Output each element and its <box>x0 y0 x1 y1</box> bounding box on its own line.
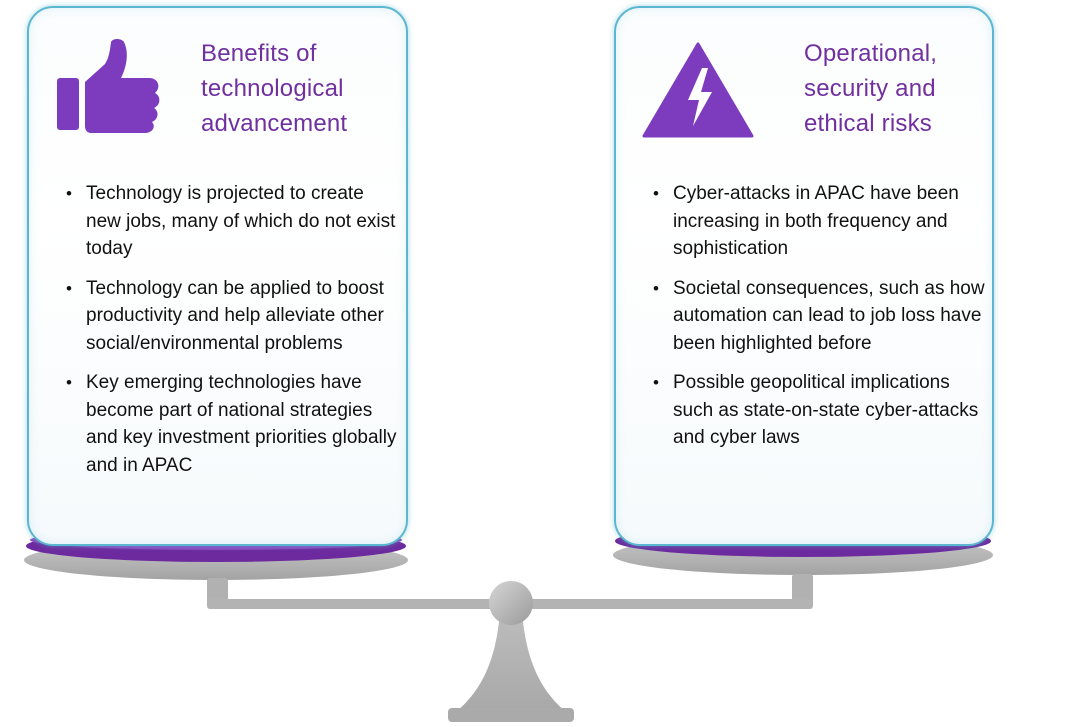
risks-panel: Operational, security and ethical risks … <box>614 6 994 546</box>
list-item: Societal consequences, such as how autom… <box>650 275 990 358</box>
list-item: Possible geopolitical implications such … <box>650 369 990 452</box>
risks-title: Operational, security and ethical risks <box>804 40 938 137</box>
list-item: Key emerging technologies have become pa… <box>63 369 403 479</box>
benefits-title: Benefits of technological advancement <box>201 40 348 137</box>
benefits-panel: Benefits of technological advancement Te… <box>27 6 408 546</box>
warning-lightning-icon <box>642 42 754 138</box>
benefits-list: Technology is projected to create new jo… <box>63 180 403 491</box>
list-item: Technology is projected to create new jo… <box>63 180 403 263</box>
scale-stand <box>456 612 566 712</box>
risks-list: Cyber-attacks in APAC have been increasi… <box>650 180 990 464</box>
list-item: Technology can be applied to boost produ… <box>63 275 403 358</box>
scale-base <box>448 708 574 722</box>
scale-pivot <box>489 581 533 625</box>
list-item: Cyber-attacks in APAC have been increasi… <box>650 180 990 263</box>
thumbs-up-icon <box>55 38 165 134</box>
